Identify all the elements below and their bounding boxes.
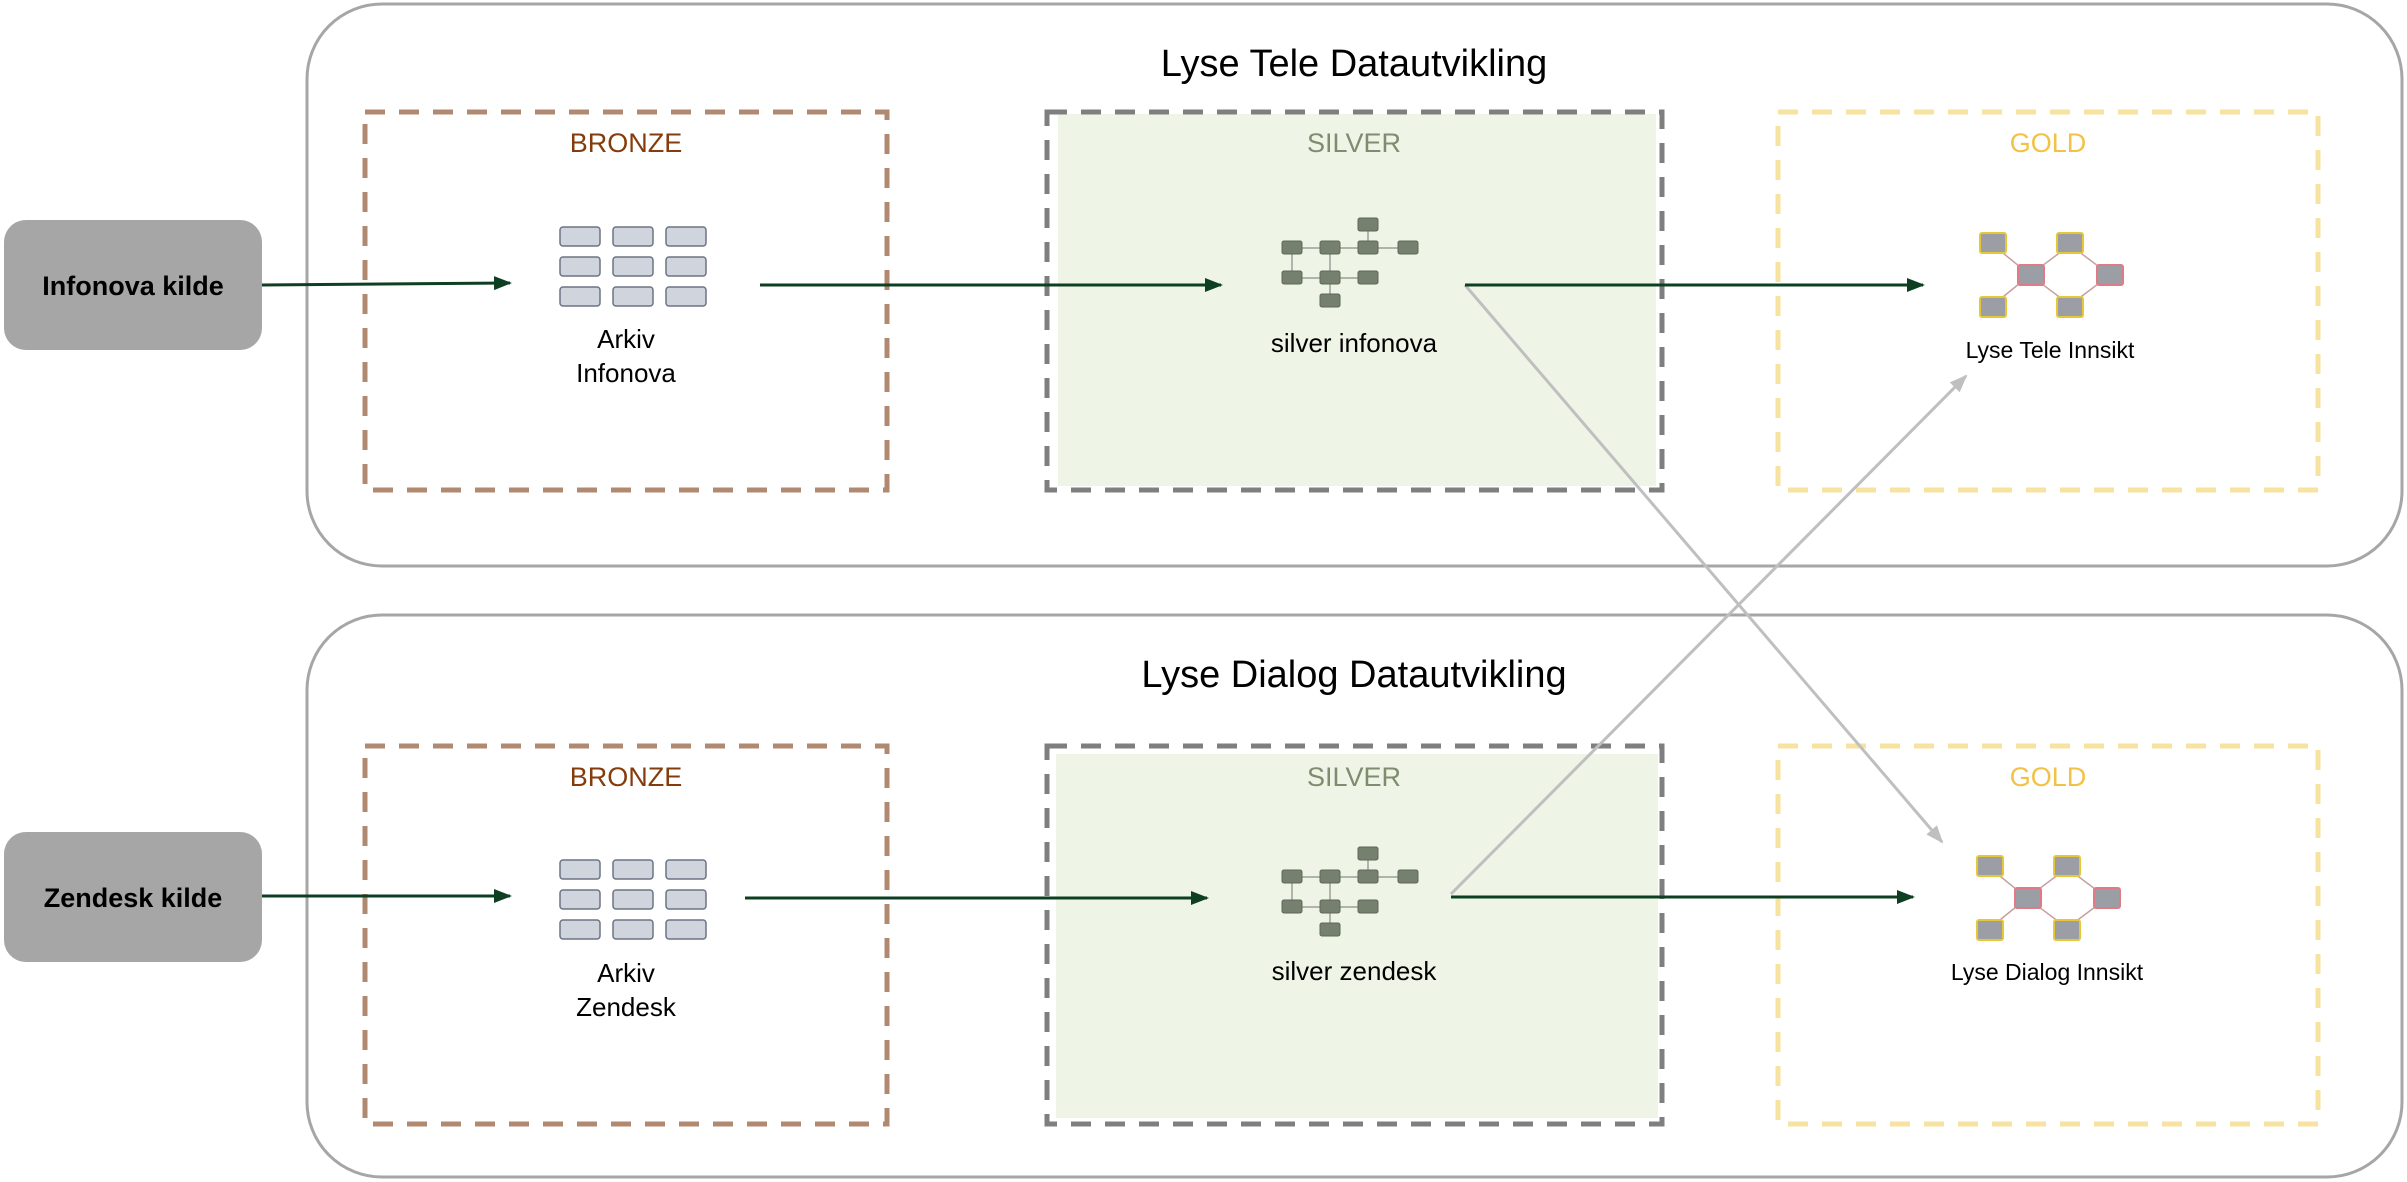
silver-stage-fill [1056, 754, 1658, 1118]
silver-stage-box [1044, 109, 1665, 493]
silver-stage-label: SILVER [1307, 762, 1401, 792]
source-box [4, 220, 262, 350]
table-icon [559, 226, 707, 307]
bronze-node-label-line2: Infonova [576, 358, 676, 388]
silver-stage-box [1044, 743, 1665, 1127]
domain-title: Lyse Tele Datautvikling [1161, 43, 1548, 85]
bronze-stage-box [362, 743, 890, 1127]
source-zendesk: Zendesk kilde [4, 832, 262, 962]
silver-node-label: silver zendesk [1272, 956, 1438, 986]
gold-node-label: Lyse Tele Innsikt [1966, 337, 2135, 363]
flow-arrow-silver-infonova-to-gold-dialog [1463, 284, 1944, 844]
graph-icon [1976, 855, 2121, 941]
source-label: Zendesk kilde [44, 883, 223, 913]
source-label: Infonova kilde [42, 271, 224, 301]
domain-lyse-tele: Lyse Tele Datautvikling BRONZE Arkiv Inf… [305, 2, 2404, 568]
table-icon [559, 859, 707, 940]
flow-arrow-silver-zendesk-to-gold-tele [1449, 374, 1968, 896]
domain-lyse-dialog: Lyse Dialog Datautvikling BRONZE Arkiv Z… [305, 613, 2404, 1179]
gold-stage-box [1775, 743, 2321, 1127]
gold-stage-box [1775, 109, 2321, 493]
silver-stage-label: SILVER [1307, 128, 1401, 158]
gold-stage-label: GOLD [2010, 128, 2087, 158]
gold-node-label: Lyse Dialog Innsikt [1951, 959, 2144, 985]
silver-node-label: silver infonova [1271, 328, 1438, 358]
source-infonova: Infonova kilde [4, 220, 262, 350]
silver-stage-fill [1058, 114, 1656, 486]
bronze-stage-label: BRONZE [570, 128, 683, 158]
bronze-stage-label: BRONZE [570, 762, 683, 792]
bronze-node-label-line1: Arkiv [597, 958, 655, 988]
flow-arrow-source-to-bronze [261, 276, 512, 291]
bronze-node-label-line1: Arkiv [597, 324, 655, 354]
domain-title: Lyse Dialog Datautvikling [1141, 654, 1566, 696]
bronze-stage-box [362, 109, 890, 493]
bronze-node-label-line2: Zendesk [576, 992, 677, 1022]
gold-stage-label: GOLD [2010, 762, 2087, 792]
graph-icon [1979, 232, 2124, 318]
source-box [4, 832, 262, 962]
